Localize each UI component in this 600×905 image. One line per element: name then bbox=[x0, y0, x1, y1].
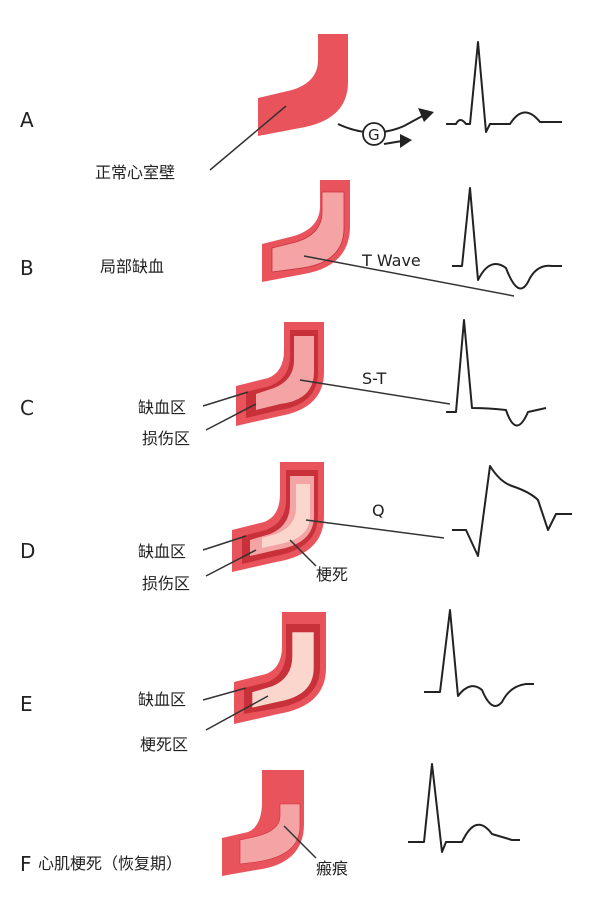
row-c-injury-leader bbox=[205, 403, 257, 431]
row-d-infarct-zone bbox=[262, 484, 310, 548]
row-b-ischemic-area bbox=[271, 191, 345, 273]
row-a-wall-label: 正常心室壁 bbox=[95, 163, 175, 182]
row-e-letter: E bbox=[20, 692, 33, 716]
row-d: D Q 缺血区 损伤区 梗死 bbox=[20, 462, 572, 593]
row-d-ischemia-label: 缺血区 bbox=[138, 542, 186, 561]
row-a: A 正常心室壁 G bbox=[20, 34, 562, 182]
row-d-ischemia-leader bbox=[202, 535, 247, 551]
row-e: E 缺血区 梗死区 bbox=[20, 609, 534, 754]
electrode-g-icon: G bbox=[337, 108, 434, 148]
row-d-leader-line bbox=[305, 519, 445, 539]
row-d-infarct-label: 梗死 bbox=[316, 565, 348, 584]
row-f-scar-label: 瘢痕 bbox=[316, 859, 348, 878]
row-e-infarct-label: 梗死区 bbox=[140, 735, 188, 754]
row-c-letter: C bbox=[20, 396, 34, 420]
row-f-title: 心肌梗死（恢复期） bbox=[38, 854, 182, 873]
row-a-ventricle-wall bbox=[258, 34, 348, 136]
row-e-ischemia-label: 缺血区 bbox=[138, 690, 186, 709]
row-c-leader-line bbox=[299, 379, 451, 405]
row-f-letter: F bbox=[20, 852, 32, 876]
ecg-trace-b bbox=[452, 187, 562, 290]
row-f: F 心肌梗死（恢复期） 瘢痕 bbox=[20, 763, 520, 878]
electrode-letter: G bbox=[368, 126, 380, 144]
row-d-injury-leader bbox=[205, 549, 257, 577]
ecg-trace-d bbox=[452, 465, 572, 557]
row-d-injury-label: 损伤区 bbox=[142, 574, 190, 593]
row-b: B T Wave B T Wave bbox=[20, 180, 562, 297]
ecg-trace-c bbox=[446, 319, 547, 427]
ecg-trace-f bbox=[408, 763, 520, 853]
row-b-wave-label: T Wave bbox=[361, 251, 421, 270]
row-c: C S-T 缺血区 损伤区 bbox=[20, 319, 547, 448]
row-a-letter: A bbox=[20, 108, 34, 132]
row-c-injury-label: 损伤区 bbox=[142, 429, 190, 448]
row-b-ischemia-label: 局部缺血 bbox=[100, 257, 164, 276]
row-c-ischemia-leader bbox=[202, 391, 249, 407]
row-c-ischemia-label: 缺血区 bbox=[138, 398, 186, 417]
row-a-leader-line bbox=[209, 105, 287, 171]
ecg-trace-e bbox=[424, 609, 534, 707]
row-e-ischemia-leader bbox=[202, 687, 247, 701]
row-d-wave-label: Q bbox=[372, 501, 385, 520]
row-f-scar-leader bbox=[283, 825, 317, 859]
row-c-wave-label: S-T bbox=[362, 369, 386, 388]
row-e-infarct-leader bbox=[205, 695, 269, 731]
row-f-scar-zone bbox=[239, 803, 301, 865]
ecg-trace-a bbox=[446, 41, 562, 133]
row-b-letter: B bbox=[20, 256, 34, 280]
row-d-letter: D bbox=[20, 539, 35, 563]
row-b-leader-line bbox=[303, 255, 515, 297]
row-d-infarct-leader bbox=[289, 539, 317, 567]
row-c-injury-zone bbox=[256, 336, 314, 410]
row-e-infarct-zone bbox=[251, 631, 315, 709]
